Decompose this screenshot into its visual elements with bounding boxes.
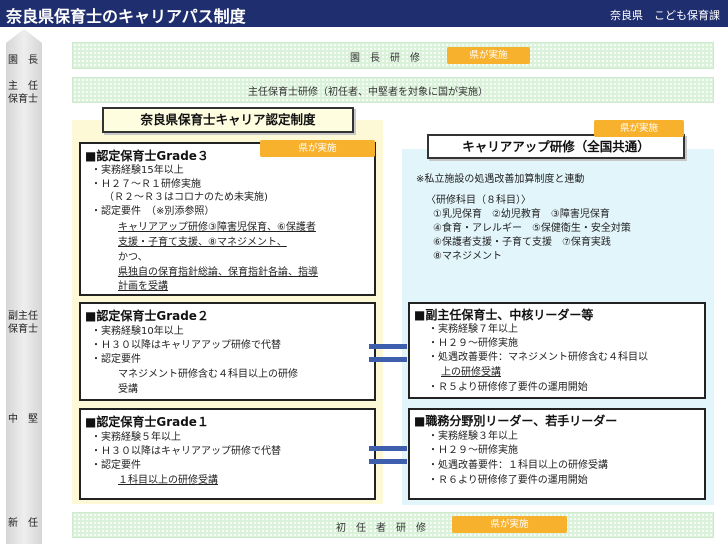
chief-training-label: 主任保育士研修（初任者、中堅者を対象に国が実施） [248, 87, 488, 98]
grade3-prefecture-tag: 県が実施 [260, 140, 375, 157]
grade2-line: ・実務経験10年以上 [91, 326, 184, 337]
equivalence-bar [369, 459, 407, 464]
grade2-line: マネジメント研修含む４科目以上の研修 [118, 369, 298, 380]
vice-leader-card [408, 302, 706, 399]
mid-leader-line: ・実務経験３年以上 [428, 431, 518, 442]
grade1-line: ・実務経験５年以上 [91, 432, 181, 443]
grade1-line: １科目以上の研修受講 [118, 475, 218, 486]
mid-leader-card [408, 408, 706, 500]
mid-leader-line: ・処遇改善要件：１科目以上の研修受講 [428, 460, 608, 471]
director-training-label: 園 長 研 修 [350, 53, 420, 64]
grade3-line: 県独自の保育指針総論、保育指針各論、指導 [118, 267, 318, 278]
vice-leader-title: ■副主任保育士、中核リーダー等 [414, 308, 594, 322]
careerup-title: キャリアアップ研修（全国共通） [427, 134, 685, 159]
grade3-line: ・認定要件 （※別添参照） [91, 206, 215, 217]
grade3-line: ・実務経験15年以上 [91, 165, 184, 176]
level-arrow-icon [6, 29, 42, 544]
vice-leader-line: ・Ｈ２９～研修実施 [428, 338, 518, 349]
newcomer-training-band [72, 512, 714, 538]
careerup-prefecture-tag: 県が実施 [594, 120, 684, 137]
grade1-card [79, 408, 376, 500]
grade1-line: ・認定要件 [91, 460, 141, 471]
equivalence-bar [369, 357, 407, 362]
vice-leader-line: ・処遇改善要件：マネジメント研修含む４科目以 [428, 352, 648, 363]
grade3-line: キャリアアップ研修③障害児保育、⑥保護者 [118, 222, 316, 233]
subject-line: ①乳児保育 ②幼児教育 ③障害児保育 [433, 209, 610, 220]
page-title: 奈良県保育士のキャリアパス制度 [6, 7, 246, 26]
subject-line: ⑧マネジメント [433, 251, 502, 262]
mid-leader-line: ・Ｈ２９～研修実施 [428, 445, 518, 456]
grade3-line: 計画を受講 [118, 281, 168, 292]
organization-label: 奈良県 こども保育課 [610, 9, 720, 22]
director-prefecture-tag: 県が実施 [447, 47, 530, 64]
level-chief-line2: 保育士 [8, 94, 38, 105]
newcomer-prefecture-tag: 県が実施 [452, 516, 567, 533]
level-chief-line1: 主 任 [8, 81, 38, 92]
header-bar [0, 0, 728, 27]
grade1-title: ■認定保育士Grade１ [85, 415, 209, 429]
level-vice-line2: 保育士 [8, 324, 38, 335]
vice-leader-line: ・Ｒ５より研修修了要件の運用開始 [428, 382, 588, 393]
vice-leader-line: ・実務経験７年以上 [428, 324, 518, 335]
certification-title: 奈良県保育士キャリア認定制度 [102, 107, 354, 133]
level-midlevel: 中 堅 [8, 414, 38, 425]
director-training-band [72, 42, 714, 69]
grade3-line: 支援・子育て支援、⑧マネジメント、 [118, 237, 287, 248]
careerup-note: ※私立施設の処遇改善加算制度と連動 [416, 174, 585, 185]
level-vice-line1: 副主任 [8, 311, 38, 322]
equivalence-bar [369, 446, 407, 451]
grade1-line: ・Ｈ３０以降はキャリアアップ研修で代替 [91, 446, 281, 457]
grade3-card [79, 142, 376, 296]
grade3-line: （Ｒ２～Ｒ３はコロナのため未実施) [104, 192, 268, 203]
level-director: 園 長 [8, 55, 38, 66]
grade2-line: ・認定要件 [91, 354, 141, 365]
chief-training-band [72, 77, 714, 103]
grade3-title: ■認定保育士Grade３ [85, 149, 209, 163]
vice-leader-line: 上の研修受講 [441, 367, 501, 378]
grade3-line: ・Ｈ２７～Ｒ１研修実施 [91, 179, 201, 190]
grade2-line: 受講 [118, 384, 138, 395]
mid-leader-title: ■職務分野別リーダー、若手リーダー [414, 414, 618, 428]
newcomer-training-label: 初 任 者 研 修 [336, 523, 426, 534]
mid-leader-line: ・Ｒ６より研修修了要件の運用開始 [428, 475, 588, 486]
grade2-title: ■認定保育士Grade２ [85, 309, 209, 323]
grade2-card [79, 302, 376, 401]
equivalence-bar [369, 344, 407, 349]
subject-line: ⑥保護者支援・子育て支援 ⑦保育実践 [433, 237, 611, 248]
subjects-header: 〈研修科目（８科目）〉 [426, 195, 531, 206]
grade3-line: かつ、 [118, 252, 148, 263]
level-newcomer: 新 任 [8, 518, 38, 529]
subject-line: ④食育・アレルギー ⑤保健衛生・安全対策 [433, 223, 631, 234]
grade2-line: ・Ｈ３０以降はキャリアアップ研修で代替 [91, 340, 281, 351]
